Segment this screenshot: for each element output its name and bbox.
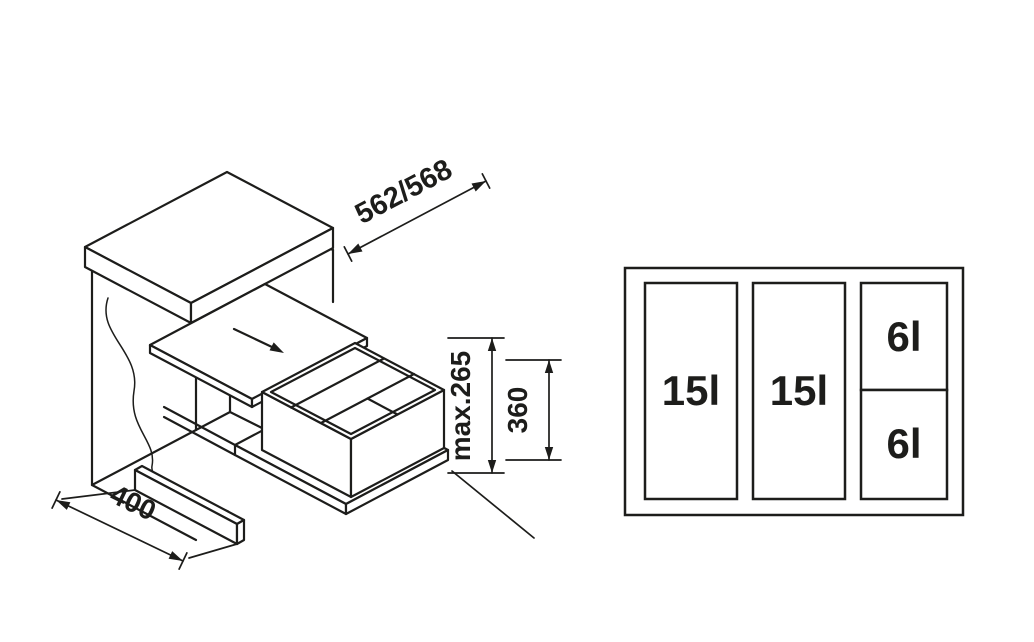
bin-3-capacity-label: 6l [886,313,921,360]
dim-width-ext-right [188,543,238,559]
dim-width-arrow-end-icon [168,551,183,561]
cabinet-bottom-front-edge [90,483,198,542]
frame-right-face [344,448,450,516]
dim-max-height-arrow-bottom-icon [487,460,497,473]
dim-bin-height-arrow-top-icon [544,360,554,373]
cover-slide-arrow [232,327,284,353]
waste-bins [260,341,446,499]
cover-slide-arrow-head-icon [269,342,284,353]
front-panel-right-face [235,518,246,546]
bin-layout-top-view: 15l 15l 6l 6l [623,266,965,517]
dimension-max-height: max.265 [445,337,505,474]
dim-width-arrow-start-icon [56,500,71,510]
bin-divider-1 [289,357,386,409]
isometric-cabinet-view [83,170,450,546]
dim-label-bin-height: 360 [502,387,533,434]
dim-width-line [55,499,184,562]
dim-depth-line [347,180,487,255]
bin-rim-inner [269,346,437,436]
top-view-bin-1 [643,281,739,501]
dim-max-height-arrow-top-icon [487,338,497,351]
dimension-depth: 562/568 [343,153,491,262]
bin-2-capacity-label: 15l [770,367,828,414]
dim-label-max-height: max.265 [445,351,476,462]
bin-divider-3 [366,397,399,416]
dim-label-depth: 562/568 [350,153,458,230]
bin-4-capacity-label: 6l [886,420,921,467]
countertop-right-face [189,226,335,325]
frame-rail-lower [162,415,237,457]
dim-diagonal-leader [451,470,535,539]
dimension-bin-height: 360 [451,359,562,539]
dim-width-ext-left [61,489,136,500]
top-view-bin-4 [859,388,949,501]
frame-rail-upper [162,405,237,447]
top-view-bin-3 [859,281,949,392]
dim-depth-arrow-start-icon [348,243,363,254]
dim-depth-arrow-end-icon [471,181,486,192]
cover-slide-arrow-shaft [232,327,275,349]
bin-1-capacity-label: 15l [662,367,720,414]
top-view-bin-2 [751,281,847,501]
dim-bin-height-arrow-bottom-icon [544,447,554,460]
